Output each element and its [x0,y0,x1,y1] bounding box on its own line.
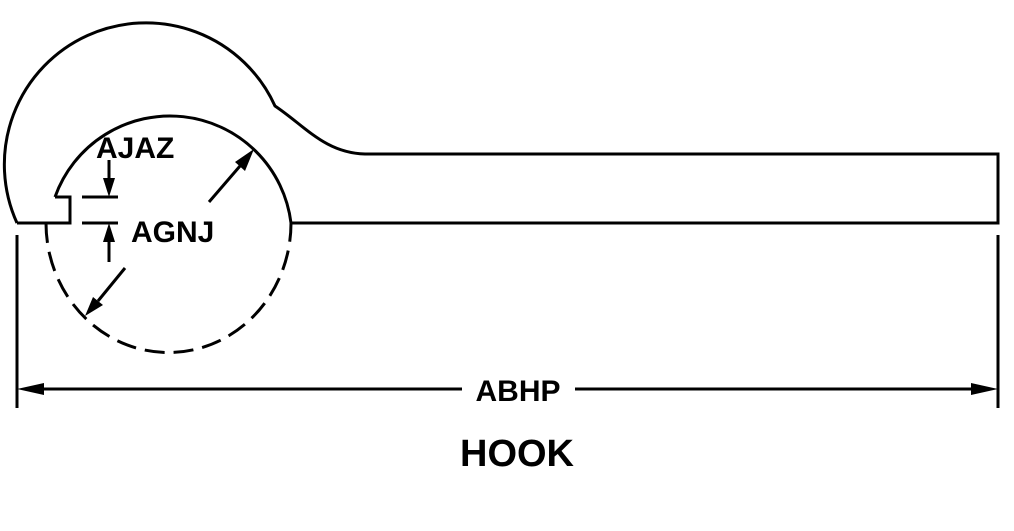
part-name-title: HOOK [460,433,575,475]
arrowhead-left [17,383,44,395]
diameter-dimension: AGNJ [85,149,254,316]
arrowhead-up [103,223,115,242]
arrowhead-right [971,383,998,395]
dimension-label-ajaz: AJAZ [96,132,174,165]
dimension-label-agnj: AGNJ [131,216,214,249]
tip-thickness-dimension: AJAZ [82,132,174,262]
hook-inner-arc [53,114,293,224]
overall-length-dimension: ABHP [15,235,1000,408]
diameter-leader-lower [96,267,127,302]
hook-outline [2,21,1000,225]
diameter-leader-upper [207,165,242,203]
arrowhead-down [103,178,115,197]
arrowhead-lower-left [85,297,103,316]
hook-tip [17,195,72,225]
engaged-circle-dashed [44,222,293,354]
dimension-label-abhp: ABHP [475,375,560,408]
hook-outer-arc [2,21,1000,225]
arrowhead-upper-right [235,149,254,171]
